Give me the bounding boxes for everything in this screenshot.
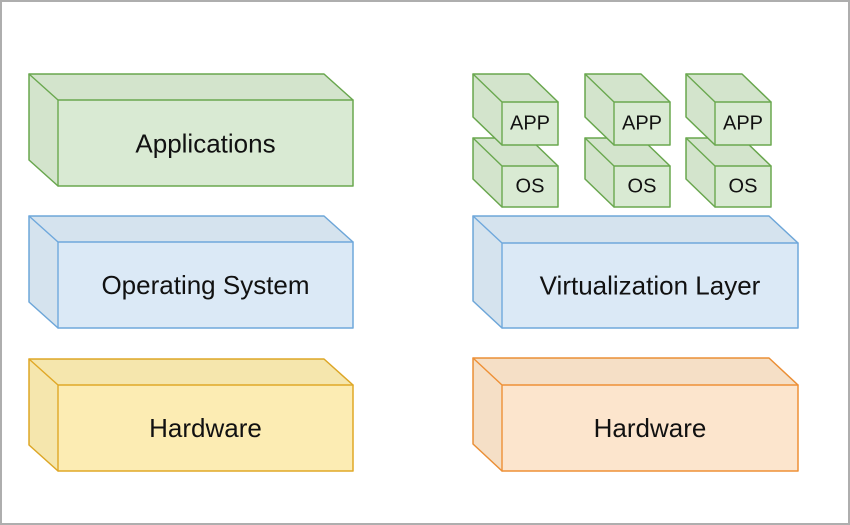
vm-os-label-2: OS [628,176,657,198]
vm-os-label-3: OS [729,176,758,198]
hardware-right-label: Hardware [594,413,707,443]
vm-os-label-1: OS [516,176,545,198]
hardware-left-label: Hardware [149,413,262,443]
vm-os-box-2: OS [584,137,671,208]
vm-app-box-1: APP [472,73,559,146]
operating-system-box: Operating System [28,215,354,329]
virtualization-layer-box: Virtualization Layer [472,215,799,329]
vm-app-label-2: APP [622,113,662,135]
vm-os-box-1: OS [472,137,559,208]
vm-app-label-3: APP [723,113,763,135]
virtualization-layer-label: Virtualization Layer [540,271,761,301]
hardware-left-box: Hardware [28,358,354,472]
applications-box: Applications [28,73,354,187]
applications-label: Applications [135,129,275,159]
vm-os-box-3: OS [685,137,772,208]
hardware-right-box: Hardware [472,357,799,472]
vm-app-box-3: APP [685,73,772,146]
vm-app-label-1: APP [510,113,550,135]
vm-app-box-2: APP [584,73,671,146]
operating-system-label: Operating System [101,270,309,300]
